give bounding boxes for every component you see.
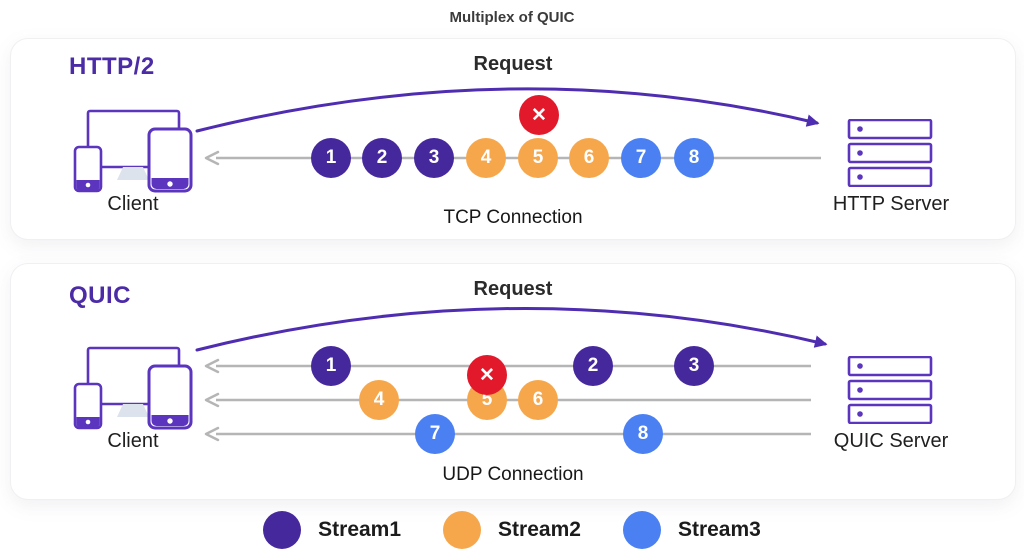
quic-server-label: QUIC Server xyxy=(833,430,949,452)
http-server-icon xyxy=(847,119,933,187)
legend: Stream1 Stream2 Stream3 xyxy=(0,505,1024,555)
packet-circle-7: 7 xyxy=(415,414,455,454)
packet-circle-3: 3 xyxy=(674,346,714,386)
client-devices-icon xyxy=(73,109,193,193)
packet-circle-1: 1 xyxy=(311,138,351,178)
packet-loss-x-icon: ✕ xyxy=(519,95,559,135)
packet-circle-7: 7 xyxy=(621,138,661,178)
packet-circle-8: 8 xyxy=(674,138,714,178)
legend-label: Stream1 xyxy=(318,518,402,541)
wire-arrowhead xyxy=(204,150,220,166)
stream1-color-dot xyxy=(263,511,302,549)
stream2-color-dot xyxy=(443,511,482,549)
packet-circle-6: 6 xyxy=(569,138,609,178)
panel-label-http2: HTTP/2 xyxy=(69,53,155,80)
udp-connection-label: UDP Connection xyxy=(442,464,584,485)
request-label: Request xyxy=(473,278,553,300)
request-arrow-curve xyxy=(195,87,820,133)
http-server-label: HTTP Server xyxy=(832,193,950,215)
wire-arrowhead xyxy=(204,392,220,408)
tcp-connection-label: TCP Connection xyxy=(443,207,583,228)
client-label: Client xyxy=(107,430,159,452)
packet-circle-8: 8 xyxy=(623,414,663,454)
stream3-color-dot xyxy=(622,511,661,549)
request-label: Request xyxy=(473,53,553,75)
legend-label: Stream2 xyxy=(498,518,581,541)
packet-circle-3: 3 xyxy=(414,138,454,178)
packet-circle-1: 1 xyxy=(311,346,351,386)
diagram-title: Multiplex of QUIC xyxy=(449,9,575,26)
legend-item-stream1: Stream1 xyxy=(263,511,401,549)
packet-circle-4: 4 xyxy=(359,380,399,420)
client-label: Client xyxy=(107,193,159,215)
request-arrow-curve xyxy=(195,306,828,352)
wire-arrowhead xyxy=(204,426,220,442)
legend-item-stream2: Stream2 xyxy=(443,511,581,549)
legend-label: Stream3 xyxy=(677,518,761,541)
panel-label-quic: QUIC xyxy=(69,282,131,309)
wire-arrowhead xyxy=(204,358,220,374)
packet-circle-6: 6 xyxy=(518,380,558,420)
quic-server-icon xyxy=(847,356,933,424)
packet-circle-2: 2 xyxy=(573,346,613,386)
packet-circle-2: 2 xyxy=(362,138,402,178)
packet-circle-4: 4 xyxy=(466,138,506,178)
client-devices-icon xyxy=(73,346,193,430)
legend-item-stream3: Stream3 xyxy=(622,511,761,549)
packet-circle-5: 5 xyxy=(518,138,558,178)
packet-loss-x-icon: ✕ xyxy=(467,355,507,395)
